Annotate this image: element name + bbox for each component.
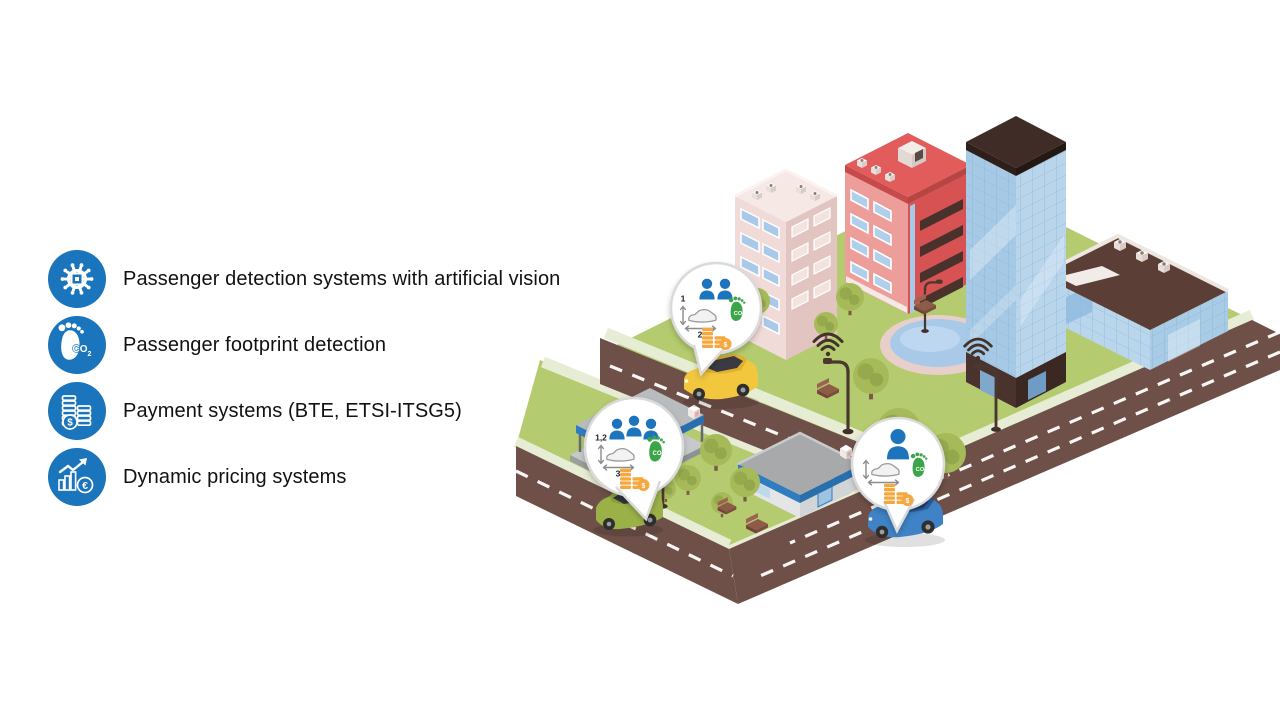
payment-icon: $ <box>48 382 106 440</box>
skyscraper-roof <box>966 116 1066 176</box>
glass-skyscraper <box>966 116 1066 408</box>
dimension-label-horizontal: 2 <box>698 330 703 340</box>
roof-skylight <box>1058 266 1120 286</box>
coin-currency: $ <box>642 483 646 490</box>
co2-label-main: CO <box>734 311 743 317</box>
co2-label-sub: 2 <box>743 314 746 319</box>
red-apartment-building <box>845 133 971 314</box>
co2-label-sub: 2 <box>663 454 666 459</box>
dimension-label-vertical: 1,2 <box>595 433 607 443</box>
map-pin-bus-shelter: 1,2 3 CO 2 $ <box>583 396 685 522</box>
legend-label: Passenger footprint detection <box>123 333 387 356</box>
pink-tower-windows-right <box>791 207 831 310</box>
coin-currency: $ <box>724 342 728 349</box>
legend-label: Payment systems (BTE, ETSI-ITSG5) <box>123 399 462 422</box>
red-building-window-bands <box>920 199 963 309</box>
co2-label-sub: 2 <box>88 351 92 358</box>
map-pin-taxi: 1 2 CO 2 $ <box>669 261 763 377</box>
coin-currency: $ <box>906 498 910 505</box>
dimension-label-vertical: 1 <box>681 294 686 304</box>
skyscraper-base <box>966 352 1066 408</box>
co2-footprint-icon: CO 2 <box>48 316 106 374</box>
legend-row-payment: $ Payment systems (BTE, ETSI-ITSG5) <box>48 382 560 440</box>
red-building-entrance <box>846 276 907 313</box>
dynamic-pricing-icon: € <box>48 448 106 506</box>
legend-row-detection: Passenger detection systems with artific… <box>48 250 560 308</box>
legend-label: Passenger detection systems with artific… <box>123 267 561 290</box>
red-building-roof-access <box>898 141 926 168</box>
co2-label-main: CO <box>73 344 88 355</box>
brown-roof-glass-building <box>1039 233 1229 370</box>
dollar-symbol: $ <box>67 418 73 429</box>
co2-label-main: CO <box>916 467 925 473</box>
co2-label-sub: 2 <box>925 470 928 475</box>
legend: Passenger detection systems with artific… <box>48 250 560 506</box>
legend-row-pricing: € Dynamic pricing systems <box>48 448 560 506</box>
co2-label-main: CO <box>653 451 662 457</box>
euro-symbol: € <box>82 480 88 492</box>
map-pin-blue-car: CO 2 $ <box>850 416 946 534</box>
legend-label: Dynamic pricing systems <box>123 465 347 488</box>
artificial-vision-icon <box>48 250 106 308</box>
red-building-glass-stripe <box>910 203 915 314</box>
legend-row-footprint: CO 2 Passenger footprint detection <box>48 316 560 374</box>
dimension-label-horizontal: 3 <box>616 469 621 479</box>
red-building-windows-left <box>850 188 892 295</box>
